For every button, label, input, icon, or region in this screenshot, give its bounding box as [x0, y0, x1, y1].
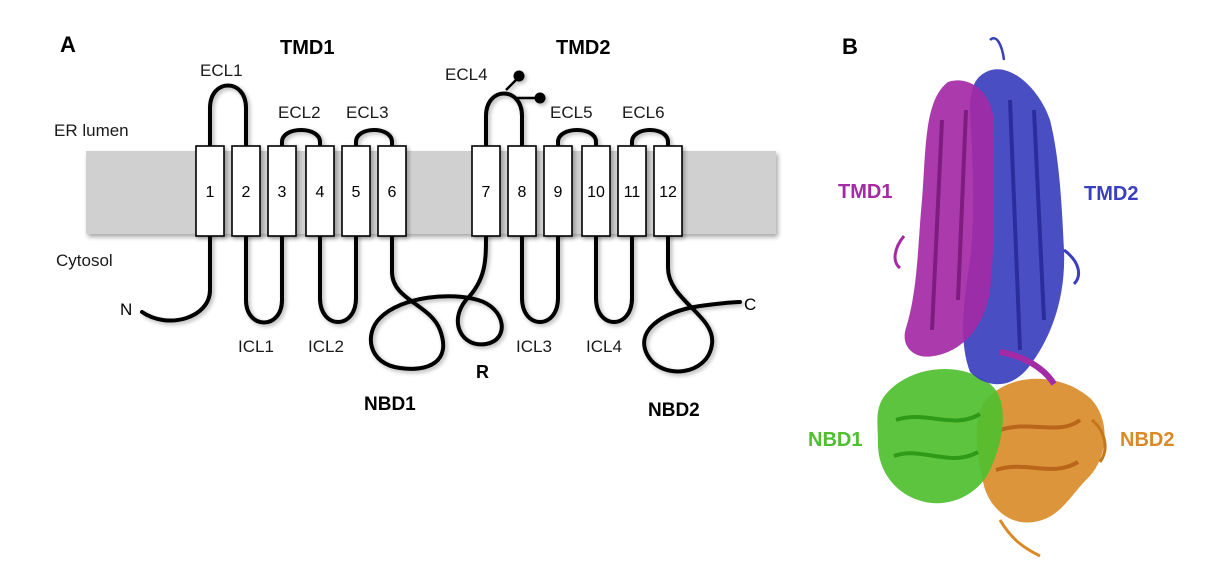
panel-b-letter: B	[842, 34, 858, 59]
icl2-loop	[318, 234, 358, 324]
tm-helix-number: 9	[554, 184, 563, 201]
glycan-dot-2	[534, 92, 546, 104]
tm-helix-number: 7	[482, 184, 491, 201]
ecl4-loop	[484, 91, 524, 152]
tmd1-structure-label: TMD1	[838, 181, 892, 203]
tm-helix-number: 11	[624, 184, 641, 201]
nbd1-structure	[877, 369, 1003, 504]
nbd2-label: NBD2	[648, 400, 700, 421]
tm-helix-number: 10	[587, 184, 605, 201]
r-domain-label: R	[476, 362, 489, 382]
ecl1-label: ECL1	[200, 61, 243, 80]
polypeptide-chain	[140, 70, 742, 374]
ecl5-label: ECL5	[550, 103, 593, 122]
nbd2-structure-label: NBD2	[1120, 429, 1174, 451]
tmd1-title: TMD1	[280, 37, 334, 59]
tm-helix-number: 2	[242, 184, 251, 201]
ecl4-label: ECL4	[445, 65, 488, 84]
tm-helix-7	[471, 145, 501, 237]
n-terminal-tail	[140, 234, 212, 323]
icl3-loop	[520, 234, 560, 324]
nbd1-r-loop	[368, 234, 504, 371]
tmd2-title: TMD2	[556, 37, 610, 59]
ecl2-label: ECL2	[278, 103, 321, 122]
tm-helix-3	[267, 145, 297, 237]
ecl3-loop	[354, 128, 394, 152]
cytosol-label: Cytosol	[56, 251, 113, 270]
tm-helix-number: 3	[278, 184, 287, 201]
nbd2-structure	[976, 378, 1107, 558]
tm-helix-5	[341, 145, 371, 237]
glycan-dot-1	[513, 70, 525, 82]
tm-helix-6	[377, 145, 407, 237]
icl4-label: ICL4	[586, 337, 622, 356]
c-terminus-label: C	[744, 295, 756, 314]
ecl6-label: ECL6	[622, 103, 665, 122]
nbd1-label: NBD1	[364, 394, 416, 415]
tm-helix-12	[653, 145, 683, 237]
tm-helix-number: 12	[659, 184, 677, 201]
tm-helix-11	[617, 145, 647, 237]
tm-helix-4	[305, 145, 335, 237]
er-lumen-label: ER lumen	[54, 121, 129, 140]
nbd2-c-loop	[642, 234, 742, 374]
protein-structure	[877, 37, 1107, 558]
tm-helix-8	[507, 145, 537, 237]
tm-helix-number: 6	[388, 184, 397, 201]
ecl6-loop	[630, 128, 670, 152]
tm-helix-10	[581, 145, 611, 237]
icl1-loop	[244, 234, 284, 325]
n-terminus-label: N	[120, 300, 132, 319]
ecl5-loop	[556, 128, 598, 152]
tmd2-structure-label: TMD2	[1084, 183, 1138, 205]
icl2-label: ICL2	[308, 337, 344, 356]
ecl3-label: ECL3	[346, 103, 389, 122]
tm-helix-2	[231, 145, 261, 237]
tm-helix-number: 8	[518, 184, 527, 201]
tmd1-structure	[893, 80, 1057, 386]
tm-helix-9	[543, 145, 573, 237]
icl1-label: ICL1	[238, 337, 274, 356]
panel-b: B	[808, 34, 1174, 558]
icl4-loop	[594, 234, 634, 324]
nbd1-structure-label: NBD1	[808, 429, 862, 451]
panel-a: A TMD1 TMD2 ER lumen Cytosol	[54, 32, 776, 421]
tm-helix-1	[195, 145, 225, 237]
tm-helix-number: 4	[316, 184, 325, 201]
ecl2-loop	[280, 128, 322, 152]
tm-helix-number: 1	[206, 184, 215, 201]
panel-a-letter: A	[60, 32, 76, 57]
ecl1-loop	[208, 83, 248, 152]
tm-helix-number: 5	[352, 184, 361, 201]
icl3-label: ICL3	[516, 337, 552, 356]
